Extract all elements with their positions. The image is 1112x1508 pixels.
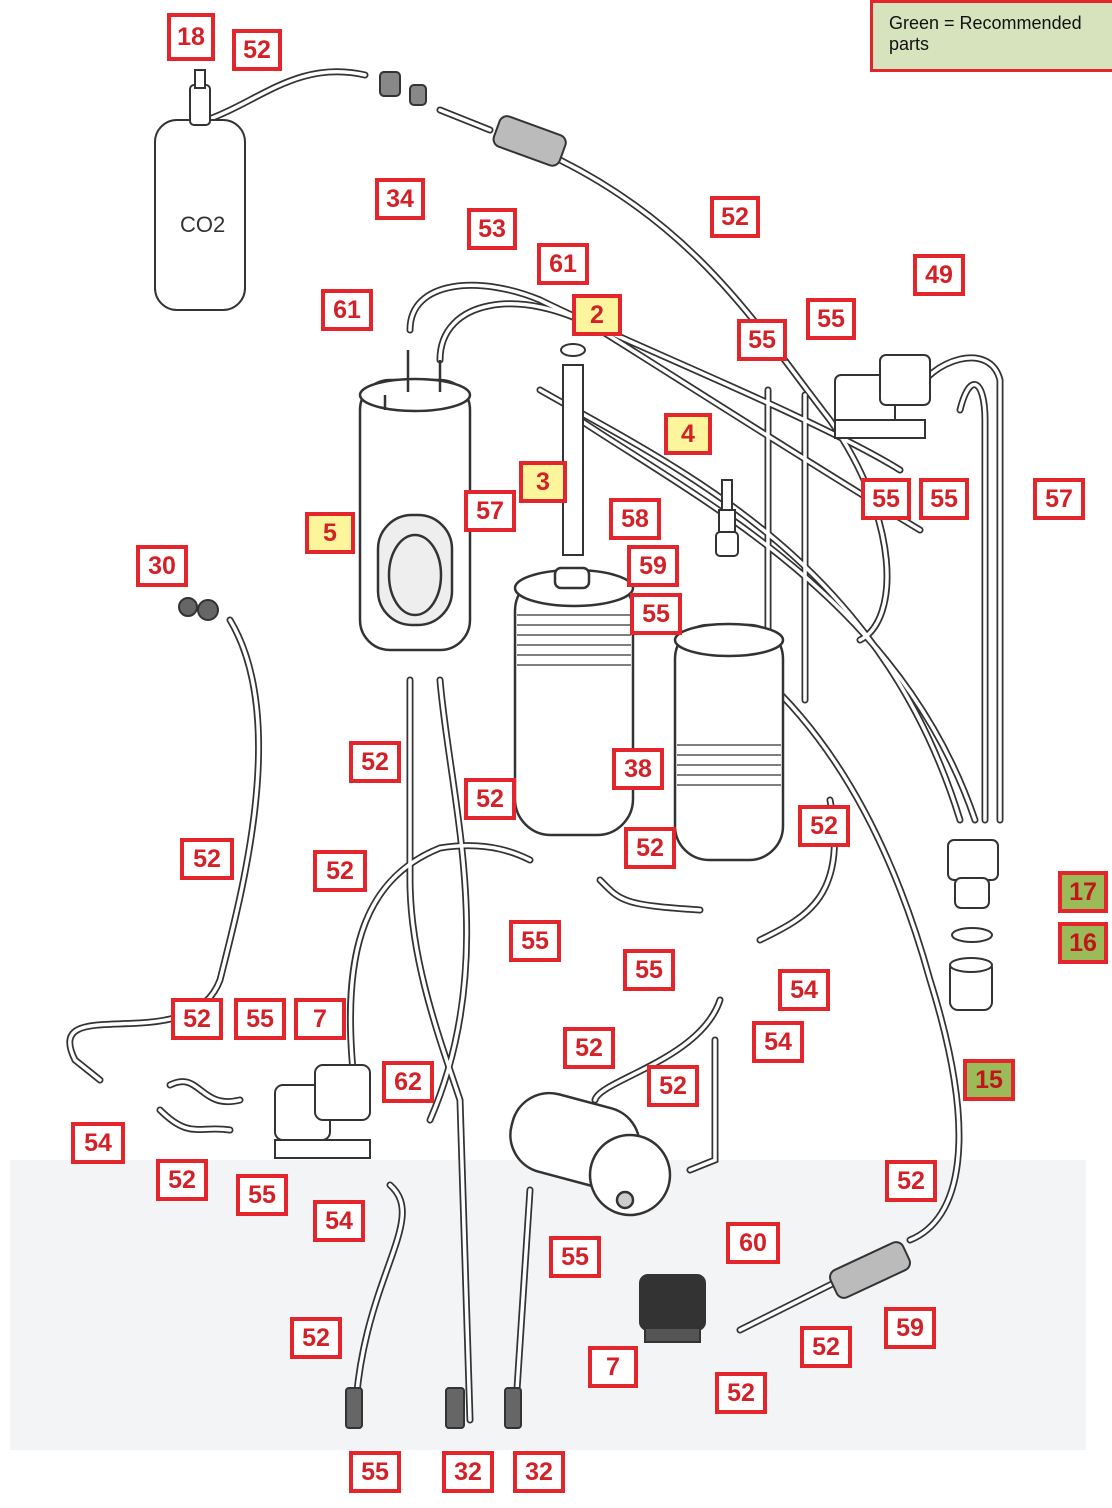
part-callout-52: 52 bbox=[171, 998, 223, 1040]
part-callout-34: 34 bbox=[375, 178, 425, 220]
legend-line-2: parts bbox=[889, 34, 930, 54]
tubing-fill bbox=[68, 69, 1002, 1422]
part-callout-7: 7 bbox=[294, 998, 346, 1040]
part-callout-55: 55 bbox=[737, 319, 787, 361]
part-callout-52: 52 bbox=[624, 827, 676, 869]
part-callout-59: 59 bbox=[627, 545, 679, 587]
part-callout-52: 52 bbox=[885, 1160, 937, 1202]
quick-connect-59 bbox=[829, 1241, 911, 1299]
part-callout-55: 55 bbox=[806, 298, 856, 340]
part-callout-58: 58 bbox=[609, 498, 661, 540]
co2-canister bbox=[154, 69, 246, 311]
part-callout-18: 18 bbox=[167, 13, 215, 61]
part-callout-17: 17 bbox=[1058, 871, 1108, 913]
nozzle-assembly bbox=[947, 839, 999, 1011]
part-callout-60: 60 bbox=[726, 1222, 780, 1264]
o-ring-2 bbox=[560, 343, 586, 357]
part-callout-55: 55 bbox=[549, 1236, 601, 1278]
part-callout-52: 52 bbox=[563, 1027, 615, 1069]
part-callout-54: 54 bbox=[313, 1200, 365, 1242]
part-callout-54: 54 bbox=[752, 1021, 804, 1063]
part-callout-53: 53 bbox=[467, 208, 517, 250]
part-callout-32: 32 bbox=[513, 1451, 565, 1493]
rod-2 bbox=[562, 364, 584, 556]
valve-7-lower bbox=[639, 1274, 706, 1343]
part-callout-55: 55 bbox=[630, 593, 682, 635]
part-callout-59: 59 bbox=[884, 1307, 936, 1349]
fittings-32 bbox=[345, 1387, 522, 1429]
legend-line-1: Green = Recommended bbox=[889, 13, 1082, 33]
solenoid-valve-49 bbox=[834, 354, 931, 439]
chiller-tank-38 bbox=[673, 622, 785, 862]
part-callout-55: 55 bbox=[861, 478, 911, 520]
part-callout-30: 30 bbox=[136, 545, 188, 587]
part-callout-55: 55 bbox=[234, 998, 286, 1040]
part-callout-15: 15 bbox=[963, 1059, 1015, 1101]
part-callout-55: 55 bbox=[623, 949, 675, 991]
part-callout-52: 52 bbox=[349, 741, 401, 783]
part-callout-52: 52 bbox=[800, 1326, 852, 1368]
part-callout-55: 55 bbox=[919, 478, 969, 520]
fitting-34 bbox=[379, 71, 427, 106]
part-callout-52: 52 bbox=[313, 850, 367, 892]
part-callout-32: 32 bbox=[442, 1451, 494, 1493]
part-callout-52: 52 bbox=[715, 1372, 767, 1414]
part-callout-55: 55 bbox=[509, 920, 561, 962]
quick-connect-53 bbox=[492, 115, 567, 167]
part-callout-7: 7 bbox=[588, 1346, 638, 1388]
part-callout-52: 52 bbox=[156, 1159, 208, 1201]
part-callout-38: 38 bbox=[612, 748, 664, 790]
part-callout-52: 52 bbox=[464, 778, 516, 820]
part-callout-52: 52 bbox=[180, 838, 234, 880]
co2-canister-text: CO2 bbox=[180, 212, 225, 237]
valve-7-left bbox=[274, 1064, 371, 1159]
part-callout-61: 61 bbox=[321, 289, 373, 331]
part-callout-61: 61 bbox=[537, 243, 589, 285]
background-band bbox=[10, 1160, 1086, 1450]
pump-60 bbox=[509, 1091, 672, 1217]
carbonator-tank bbox=[513, 566, 635, 837]
part-callout-55: 55 bbox=[236, 1174, 288, 1216]
tank-5 bbox=[358, 350, 472, 652]
part-callout-49: 49 bbox=[913, 254, 965, 296]
part-callout-2: 2 bbox=[572, 294, 622, 336]
part-callout-16: 16 bbox=[1058, 922, 1108, 964]
part-callout-3: 3 bbox=[519, 461, 567, 503]
part-callout-52: 52 bbox=[710, 196, 760, 238]
part-callout-62: 62 bbox=[382, 1061, 434, 1103]
probe-4 bbox=[715, 479, 739, 557]
part-callout-52: 52 bbox=[232, 29, 282, 71]
part-callout-54: 54 bbox=[778, 969, 830, 1011]
part-callout-55: 55 bbox=[349, 1451, 401, 1493]
part-callout-4: 4 bbox=[664, 413, 712, 455]
fitting-30 bbox=[178, 597, 219, 621]
part-callout-57: 57 bbox=[464, 490, 516, 532]
part-callout-54: 54 bbox=[71, 1122, 125, 1164]
part-callout-5: 5 bbox=[305, 512, 355, 554]
part-callout-52: 52 bbox=[290, 1317, 342, 1359]
part-callout-52: 52 bbox=[798, 805, 850, 847]
part-callout-52: 52 bbox=[647, 1065, 699, 1107]
part-callout-57: 57 bbox=[1033, 478, 1085, 520]
legend-box: Green = Recommended parts bbox=[870, 0, 1112, 72]
